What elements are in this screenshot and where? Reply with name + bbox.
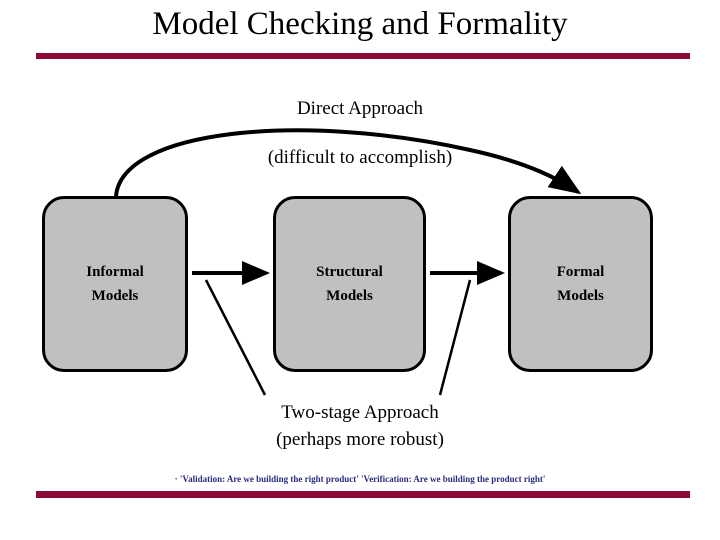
model-box-informal-line2: Models (91, 288, 139, 304)
footer-divider-rule (36, 491, 690, 498)
model-box-formal-line2: Models (557, 288, 604, 304)
page-title: Model Checking and Formality (152, 6, 568, 42)
footnote-bullet-icon: · (174, 474, 178, 484)
footnote: · 'Validation: Are we building the right… (0, 472, 720, 486)
model-box-structural[interactable]: Structural Models (273, 196, 426, 372)
leader-line-right (438, 279, 472, 396)
two-stage-approach-label: Two-stage Approach (281, 402, 439, 423)
direct-approach-subtitle: (difficult to accomplish) (267, 147, 453, 168)
two-stage-approach-subtitle: (perhaps more robust) (276, 429, 444, 450)
direct-approach-label: Direct Approach (296, 98, 424, 119)
model-box-formal[interactable]: Formal Models (508, 196, 653, 372)
title-divider-rule (36, 53, 690, 59)
footnote-text: 'Validation: Are we building the right p… (179, 474, 546, 484)
model-box-formal-line1: Formal (556, 264, 605, 280)
model-box-structural-line1: Structural (316, 264, 383, 280)
leader-line-left (204, 279, 267, 396)
model-box-structural-line2: Models (326, 288, 373, 304)
model-box-informal-line1: Informal (86, 264, 144, 280)
model-box-informal[interactable]: Informal Models (42, 196, 188, 372)
